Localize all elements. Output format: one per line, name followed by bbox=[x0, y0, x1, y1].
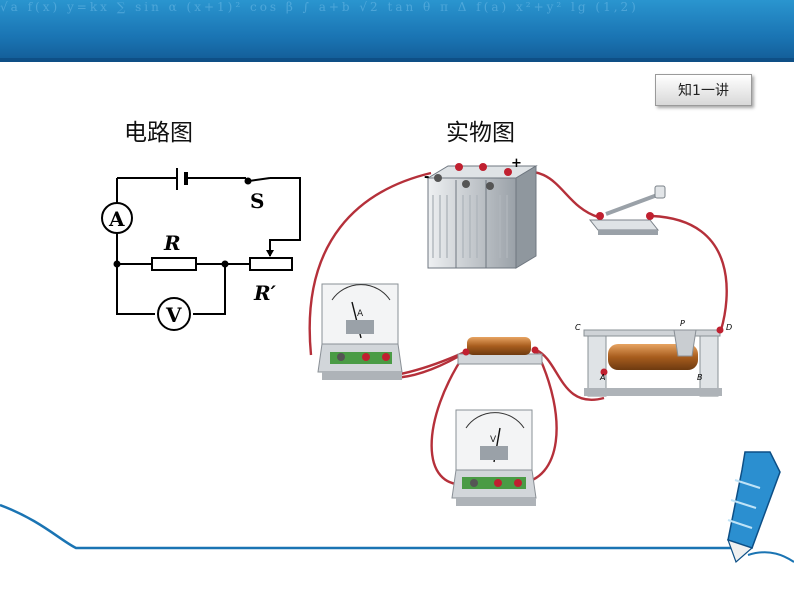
fixed-resistor-device bbox=[457, 337, 543, 365]
rheostat-terminal-p: P bbox=[680, 319, 685, 328]
battery-pack bbox=[426, 163, 538, 269]
battery-symbol bbox=[176, 168, 188, 190]
rheostat-terminal-b: B bbox=[697, 373, 703, 382]
pen-icon bbox=[727, 451, 794, 564]
voltmeter-symbol bbox=[157, 297, 191, 331]
junction-right bbox=[221, 260, 229, 268]
resistor-symbol bbox=[151, 257, 197, 271]
battery-plus-label: + bbox=[511, 156, 522, 171]
junction-left bbox=[113, 260, 121, 268]
rheostat-terminal-c: C bbox=[575, 323, 581, 332]
rheostat-slider-arrow bbox=[266, 250, 274, 257]
physical-diagram-caption: 实物图 bbox=[446, 120, 515, 146]
lesson-tag: 知1一讲 bbox=[655, 74, 752, 106]
switch-symbol bbox=[244, 177, 271, 185]
rheostat-terminal-a: A bbox=[599, 373, 605, 382]
voltmeter-label: V bbox=[165, 303, 182, 327]
voltmeter-device bbox=[451, 409, 537, 506]
ammeter-device bbox=[317, 283, 403, 380]
ammeter-label: A bbox=[108, 207, 125, 231]
bottom-decor-line bbox=[0, 503, 735, 550]
knife-switch bbox=[588, 185, 666, 235]
header-banner: √a f(x) y=kx ∑ sin α (x+1)² cos β ∫ a+b … bbox=[0, 0, 794, 62]
rheostat-symbol bbox=[249, 257, 293, 271]
battery-minus-label: - bbox=[424, 170, 429, 185]
rheostat-terminal-d: D bbox=[726, 323, 732, 332]
switch-label: S bbox=[250, 189, 264, 213]
voltmeter-face-label: V bbox=[490, 435, 497, 445]
rheostat-device bbox=[583, 326, 724, 397]
banner-formula-pattern: √a f(x) y=kx ∑ sin α (x+1)² cos β ∫ a+b … bbox=[0, 0, 639, 14]
rheostat-label: R′ bbox=[253, 281, 277, 305]
resistor-label: R bbox=[163, 231, 181, 255]
ammeter-face-label: A bbox=[357, 309, 364, 319]
circuit-schematic bbox=[101, 168, 301, 331]
banner-bottom-strip bbox=[0, 58, 794, 62]
circuit-diagram-caption: 电路图 bbox=[124, 120, 193, 146]
ammeter-symbol bbox=[101, 202, 133, 234]
